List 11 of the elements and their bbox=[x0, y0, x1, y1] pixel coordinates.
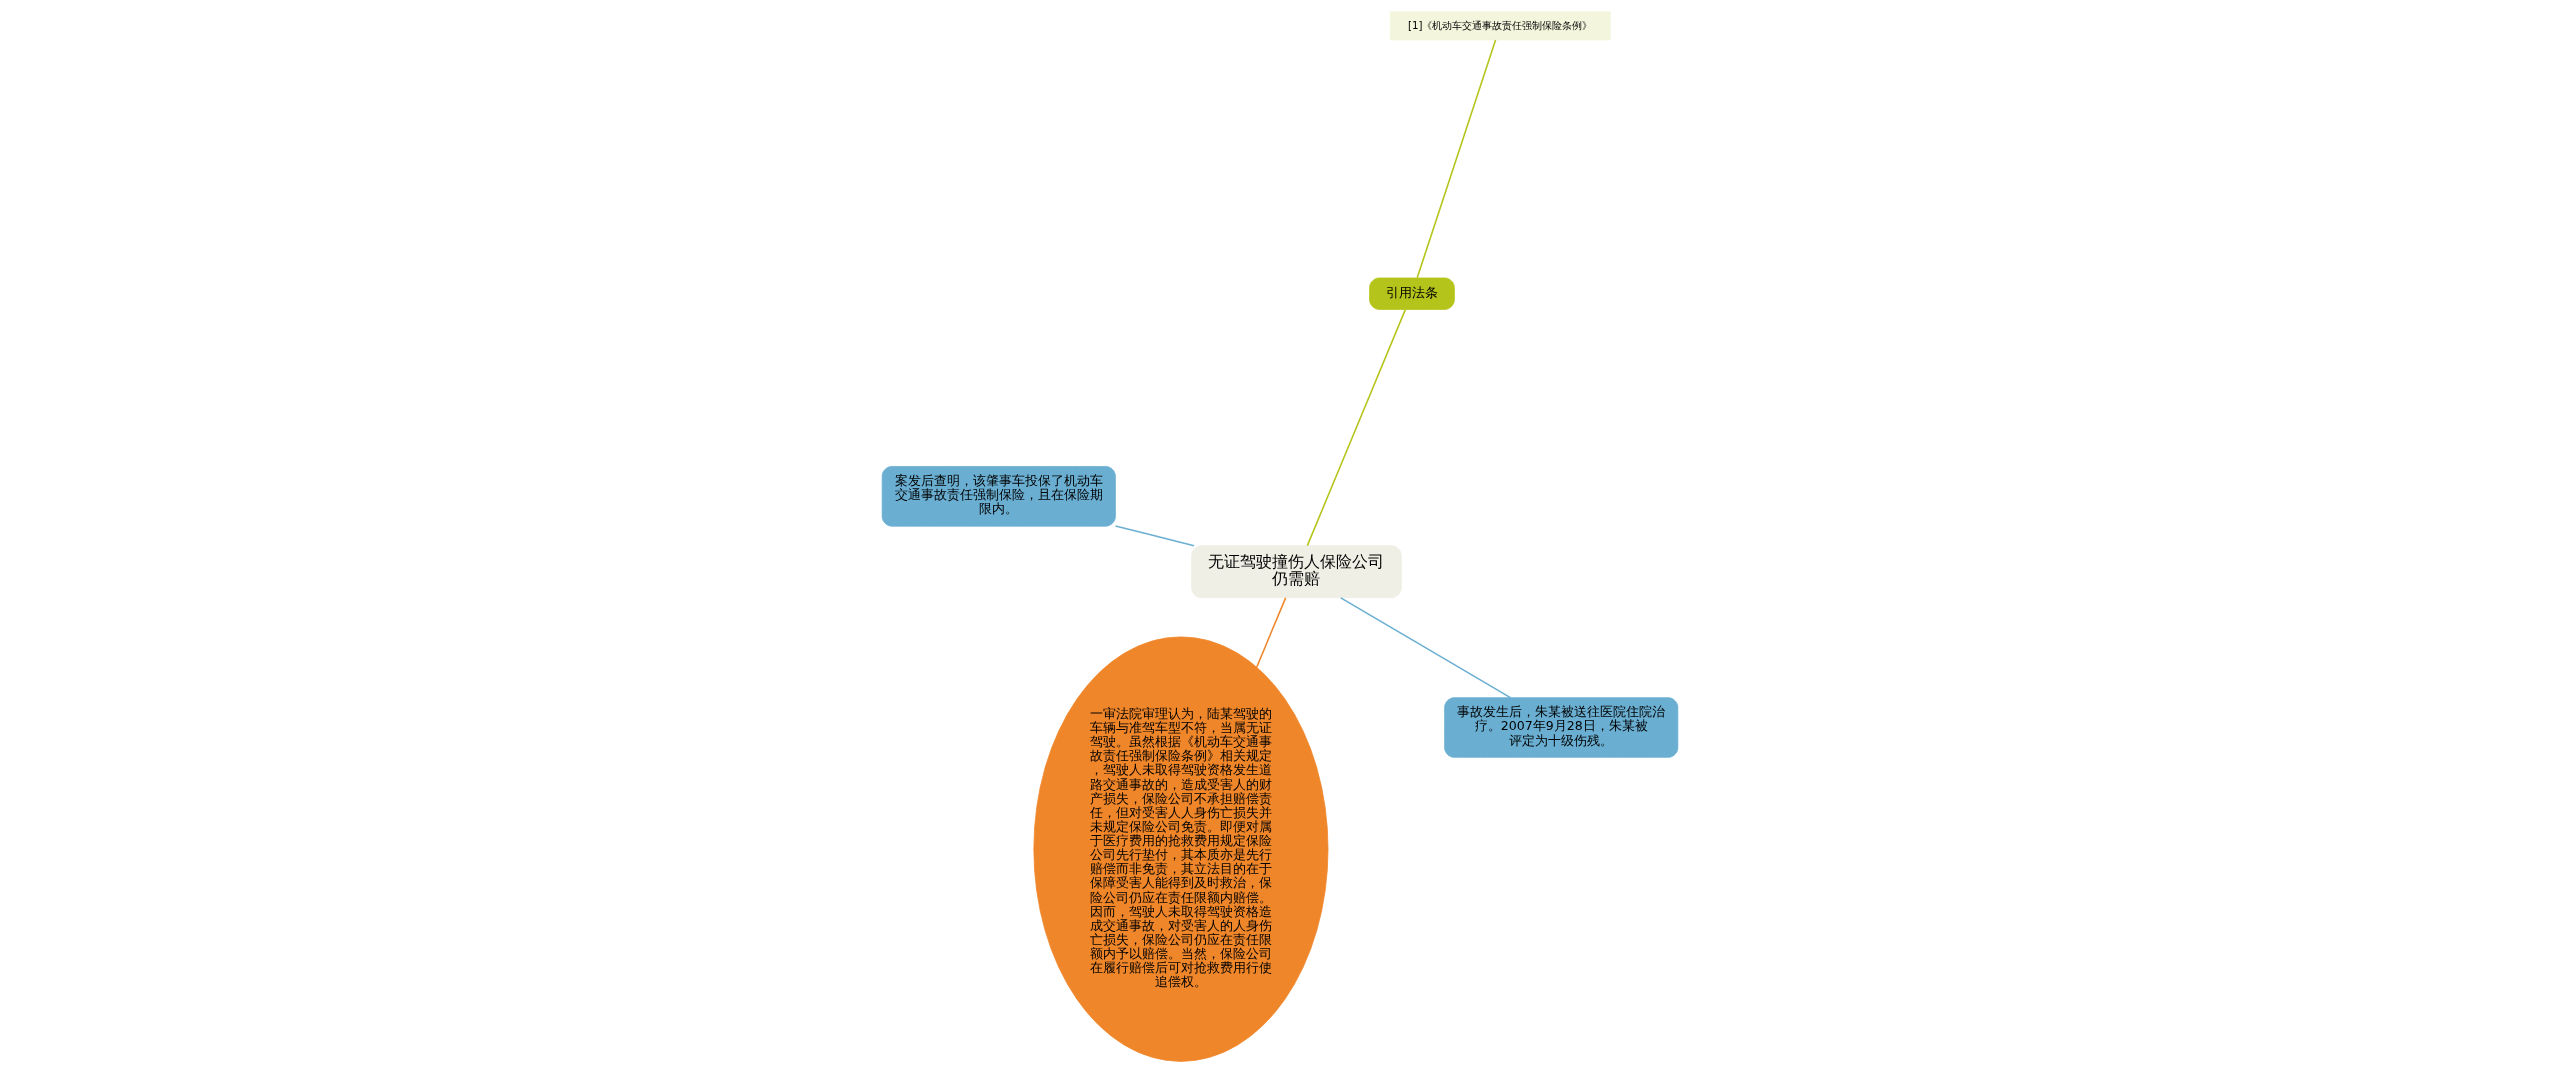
connector bbox=[1416, 39, 1497, 279]
connector bbox=[1114, 525, 1195, 547]
connector bbox=[1340, 597, 1512, 699]
node-box: 案发后查明，该肇事车投保了机动车交通事故责任强制保险，且在保险期限内。 bbox=[881, 466, 1116, 527]
node-ellipse: 一审法院审理认为，陆某驾驶的车辆与准驾车型不符，当属无证驾驶。虽然根据《机动车交通事故责任强制保险条例》相关规定，驾驶人未取得驾驶资格发生道路交通事故的，造成受害人的财产损失，保险公司不承担赔偿责任，但对受害人人身伤亡损失并未规定保险公司免责。即便对属于医疗费用的抢救费用规定保险公司先行垫付，其本质亦是先行赔偿而非免责，其立法目的在于保障受害人能得到及时救治，保险公司仍应在责任限额内赔偿。因而，驾驶人未取得驾驶资格造成交通事故，对受害人的人身伤亡损失，保险公司仍应在责任限额内予以赔偿。当然，保险公司在履行赔偿后可对抢救费用行使追偿权。 bbox=[1033, 636, 1329, 1062]
node-box: 无证驾驶撞伤人保险公司仍需赔 bbox=[1191, 545, 1402, 599]
node-box: 引用法条 bbox=[1369, 277, 1455, 310]
node-box: 事故发生后，朱某被送往医院住院治疗。2007年9月28日，朱某被评定为十级伤残。 bbox=[1444, 697, 1679, 758]
connector bbox=[1255, 597, 1287, 668]
connector bbox=[1306, 308, 1407, 547]
node-box: [1]《机动车交通事故责任强制保险条例》 bbox=[1389, 11, 1611, 41]
